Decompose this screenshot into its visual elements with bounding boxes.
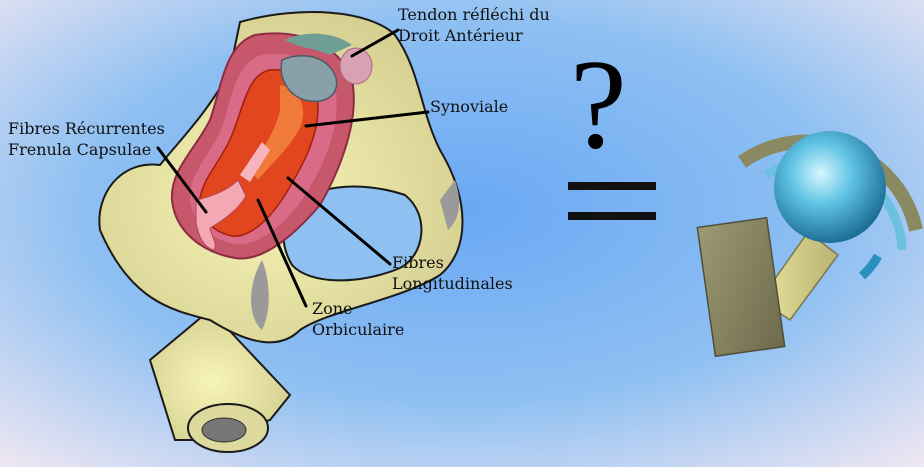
label-fibres-recurrentes-line2: Frenula Capsulae <box>8 139 165 160</box>
label-fibres-longitudinales-line2: Longitudinales <box>392 273 513 294</box>
label-synoviale: Synoviale <box>430 96 508 117</box>
label-fibres-recurrentes-line1: Fibres Récurrentes <box>8 118 165 139</box>
label-tendon-line1: Tendon réfléchi du <box>398 4 550 25</box>
label-tendon: Tendon réfléchi du Droit Antérieur <box>398 4 550 46</box>
femur-medullary-cavity <box>202 418 246 442</box>
label-zone-orbiculaire-line1: Zone <box>312 298 404 319</box>
prosthesis-ball <box>774 131 886 243</box>
label-tendon-line2: Droit Antérieur <box>398 25 550 46</box>
question-mark: ? <box>570 40 627 168</box>
label-zone-orbiculaire: Zone Orbiculaire <box>312 298 404 340</box>
label-zone-orbiculaire-line2: Orbiculaire <box>312 319 404 340</box>
label-fibres-longitudinales: Fibres Longitudinales <box>392 252 513 294</box>
label-fibres-recurrentes: Fibres Récurrentes Frenula Capsulae <box>8 118 165 160</box>
label-fibres-longitudinales-line1: Fibres <box>392 252 513 273</box>
